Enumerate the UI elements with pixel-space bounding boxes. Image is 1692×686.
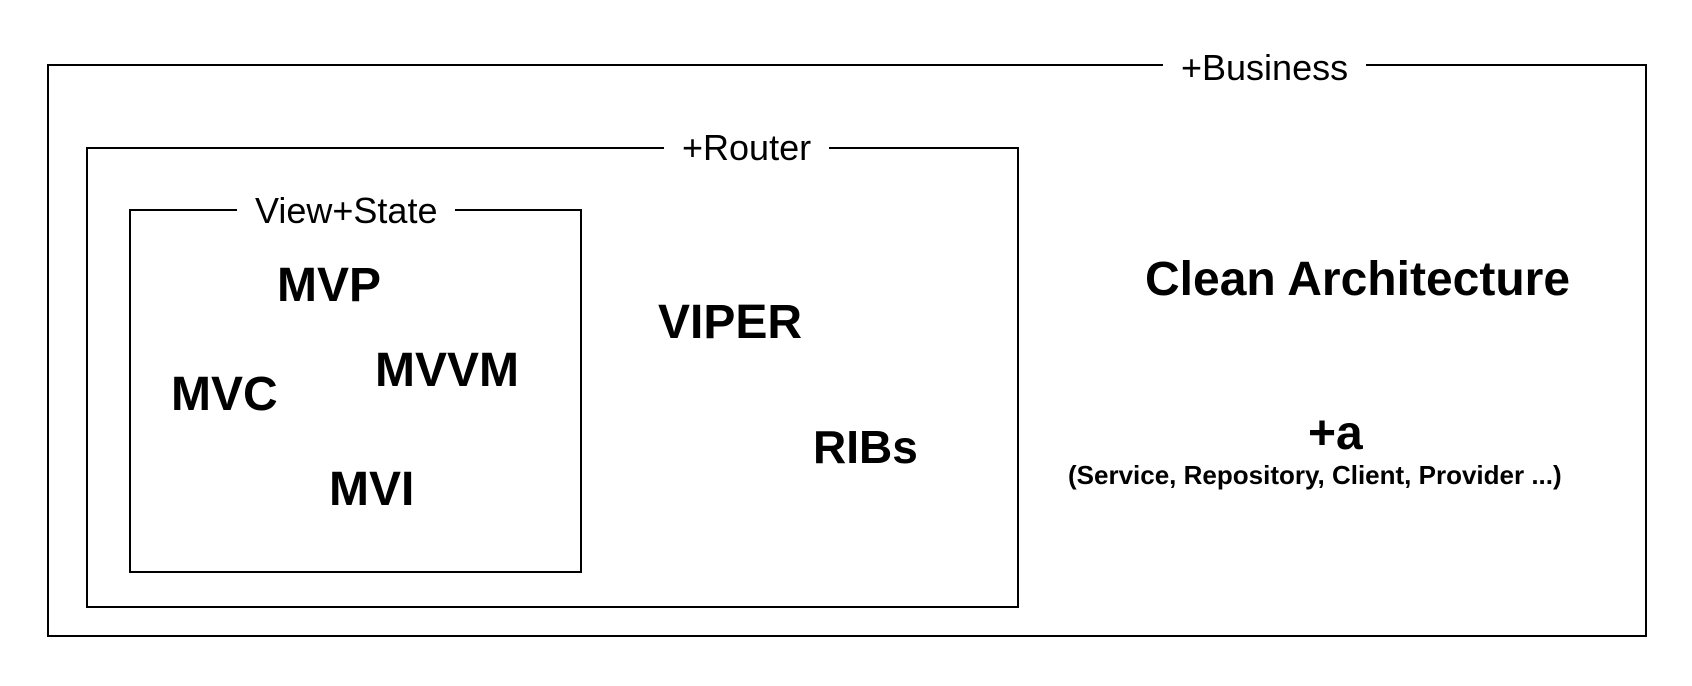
pattern-mvp: MVP: [277, 259, 382, 312]
business-layer-label: +Business: [1163, 50, 1367, 86]
pattern-mvc: MVC: [171, 368, 278, 421]
business-layer-box: [47, 64, 1647, 637]
pattern-viper: VIPER: [658, 296, 803, 349]
view-state-layer-label: View+State: [237, 193, 456, 229]
pattern-mvvm: MVVM: [375, 344, 519, 397]
pattern-ribs: RIBs: [813, 421, 918, 473]
plus-a-detail: (Service, Repository, Client, Provider .…: [1068, 460, 1562, 490]
pattern-clean-architecture: Clean Architecture: [1145, 253, 1571, 306]
pattern-plus-a: +a: [1308, 407, 1363, 460]
router-layer-box: [86, 147, 1019, 608]
router-layer-label: +Router: [664, 130, 830, 166]
pattern-mvi: MVI: [329, 463, 415, 516]
